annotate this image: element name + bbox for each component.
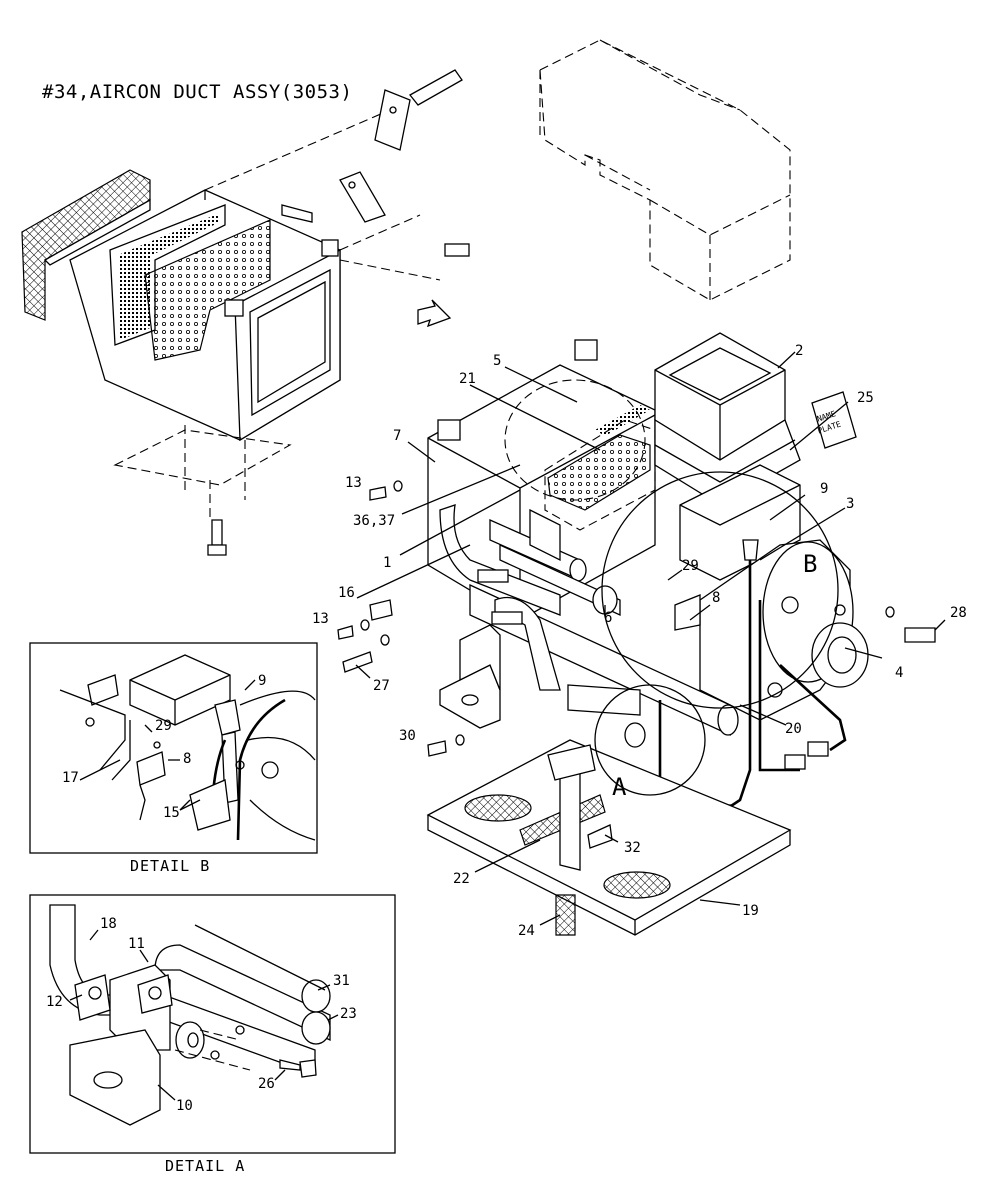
detail-a-callout-10: 10	[176, 1098, 193, 1114]
detail-a-callout-12: 12	[46, 994, 63, 1010]
detail-a-panel: 18 11 12 31 23 26 10 DETAIL A	[29, 894, 396, 1175]
detail-a-callout-18: 18	[100, 916, 117, 932]
detail-a-marker: A	[612, 773, 627, 801]
callout-28: 28	[950, 605, 967, 621]
detail-a-callout-11: 11	[128, 936, 145, 952]
detail-b-callout-17: 17	[62, 770, 79, 786]
aircon-duct-assy	[21, 69, 470, 556]
callout-7: 7	[393, 428, 401, 444]
detail-a-circle	[594, 684, 706, 796]
detail-a-callout-31: 31	[333, 973, 350, 989]
fasteners	[337, 480, 936, 849]
callout-27: 27	[373, 678, 390, 694]
diagram-title: #34,AIRCON DUCT ASSY(3053)	[42, 81, 352, 103]
callout-29: 29	[682, 558, 699, 574]
detail-b-circle	[601, 471, 839, 709]
detail-b-callout-9: 9	[258, 673, 266, 689]
detail-a-callout-26: 26	[258, 1076, 275, 1092]
callout-8: 8	[712, 590, 720, 606]
callout-13-lower: 13	[312, 611, 329, 627]
callout-25: 25	[857, 390, 874, 406]
duct-cover-outline	[539, 39, 791, 301]
callout-19: 19	[742, 903, 759, 919]
callout-3: 3	[846, 496, 854, 512]
callout-13-upper: 13	[345, 475, 362, 491]
callout-32: 32	[624, 840, 641, 856]
detail-b-callout-8: 8	[183, 751, 191, 767]
callout-9: 9	[820, 481, 828, 497]
callout-16: 16	[338, 585, 355, 601]
detail-a-caption: DETAIL A	[165, 1157, 245, 1175]
callout-4: 4	[895, 665, 903, 681]
leader-lines	[355, 351, 946, 926]
detail-b-callout-15: 15	[163, 805, 180, 821]
main-callouts: 2 5 21 25 7 13 36,37 1 9 3 29 8 16 13 28…	[312, 343, 967, 939]
detail-b-panel: 9 29 8 17 15 DETAIL B	[29, 642, 318, 875]
detail-b-marker: B	[803, 550, 817, 578]
callout-24: 24	[518, 923, 535, 939]
callout-1: 1	[383, 555, 391, 571]
detail-a-callout-23: 23	[340, 1006, 357, 1022]
callout-22: 22	[453, 871, 470, 887]
callout-30: 30	[399, 728, 416, 744]
callout-6: 6	[604, 610, 612, 626]
callout-21: 21	[459, 371, 476, 387]
callout-36-37: 36,37	[353, 513, 395, 529]
callout-5: 5	[493, 353, 501, 369]
callout-2: 2	[795, 343, 803, 359]
detail-b-callout-29: 29	[155, 718, 172, 734]
callout-20: 20	[785, 721, 802, 737]
detail-b-caption: DETAIL B	[130, 857, 210, 875]
